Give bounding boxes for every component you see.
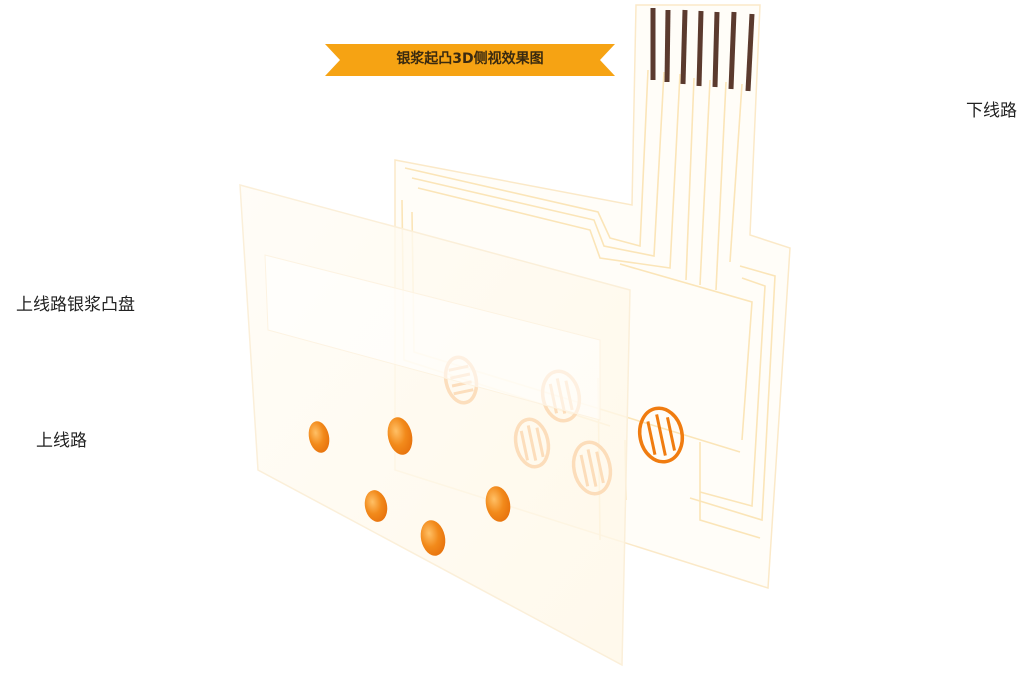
silver-bump [485,486,511,522]
top-circuit-label: 上线路 [36,431,87,451]
top-circuit-bumps-label: 上线路银浆凸盘 [16,295,135,315]
top-circuit-layer [239,184,631,667]
title-banner-ribbon [325,44,615,76]
silver-bump [308,421,330,453]
tail-connector-fingers [650,8,755,92]
bottom-circuit-label: 下线路 [966,101,1017,121]
silver-bump [387,417,413,455]
top-film-window [264,254,601,421]
silver-bump [364,490,388,522]
contact-pad [637,406,685,464]
diagram-title: 银浆起凸3D侧视效果图 [396,51,544,67]
silver-paste-bumps [308,417,511,556]
silver-bump [420,520,446,556]
